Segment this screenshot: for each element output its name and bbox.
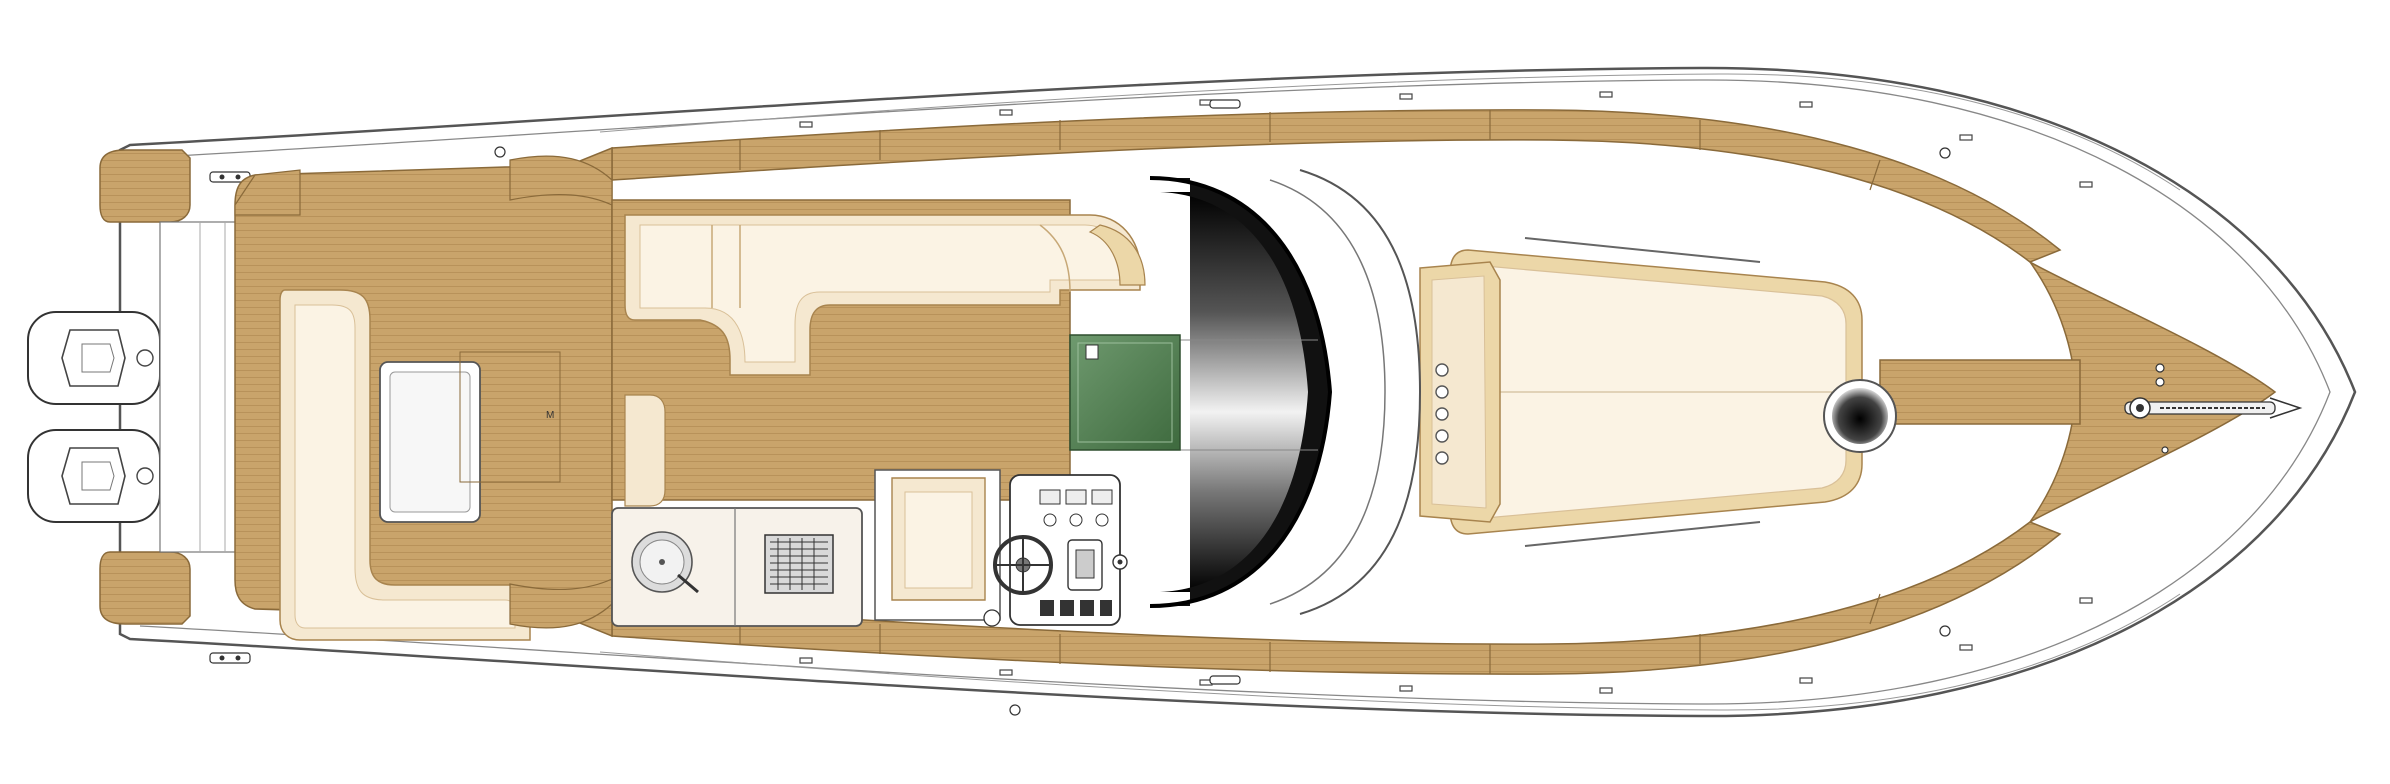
deck-fitting <box>2155 363 2165 373</box>
cleat-icon <box>1939 625 1951 637</box>
rubrail-bottom <box>599 593 2181 711</box>
cleat-icon <box>209 652 251 664</box>
cleats <box>1209 99 1951 685</box>
deck-fitting <box>2161 446 2169 454</box>
swim-platform-top-teak <box>99 149 191 223</box>
guardrail <box>799 91 2093 694</box>
hull-inner-line <box>139 79 2331 705</box>
dinette <box>611 199 1181 507</box>
foredeck-walkway <box>1879 359 2081 425</box>
cabin-top-outline <box>1299 169 1422 615</box>
sink-icon <box>631 531 699 594</box>
side-decks <box>611 109 2062 675</box>
starboard-side-deck <box>611 521 2062 675</box>
cooktop-grill-icon <box>764 534 834 594</box>
swim-platform <box>99 149 251 664</box>
cleat-icon <box>1209 675 1241 685</box>
cabin-top <box>1269 169 1449 615</box>
steering-wheel-icon <box>993 535 1053 595</box>
deck-lights <box>1435 363 1449 465</box>
bow-area <box>1879 261 2303 523</box>
galley <box>611 507 863 627</box>
hatch-icon <box>379 361 481 523</box>
hatch-icon <box>1823 379 1897 453</box>
svg-text:M: M <box>546 410 554 421</box>
port-side-deck <box>611 109 2062 263</box>
deck-fitting <box>1009 704 1021 716</box>
deck-fitting <box>494 146 506 158</box>
outboard-engine-icon <box>27 429 161 523</box>
cleat-icon <box>1209 99 1241 109</box>
windscreen <box>1149 176 1333 608</box>
deck-fitting <box>2155 377 2165 387</box>
swim-platform-bottom-teak <box>99 551 191 625</box>
outboard-engine-icon <box>27 311 161 405</box>
deck-fitting <box>983 609 1001 627</box>
cockpit: M <box>234 146 1021 716</box>
rubrail-top <box>599 73 2181 191</box>
anchor-windlass-icon <box>2124 397 2303 419</box>
forward-sunpad <box>1419 237 1897 547</box>
helm-station <box>874 469 1128 627</box>
helm-instruments <box>1039 489 1113 616</box>
cleat-icon <box>1939 147 1951 159</box>
outboard-engines <box>27 311 161 523</box>
